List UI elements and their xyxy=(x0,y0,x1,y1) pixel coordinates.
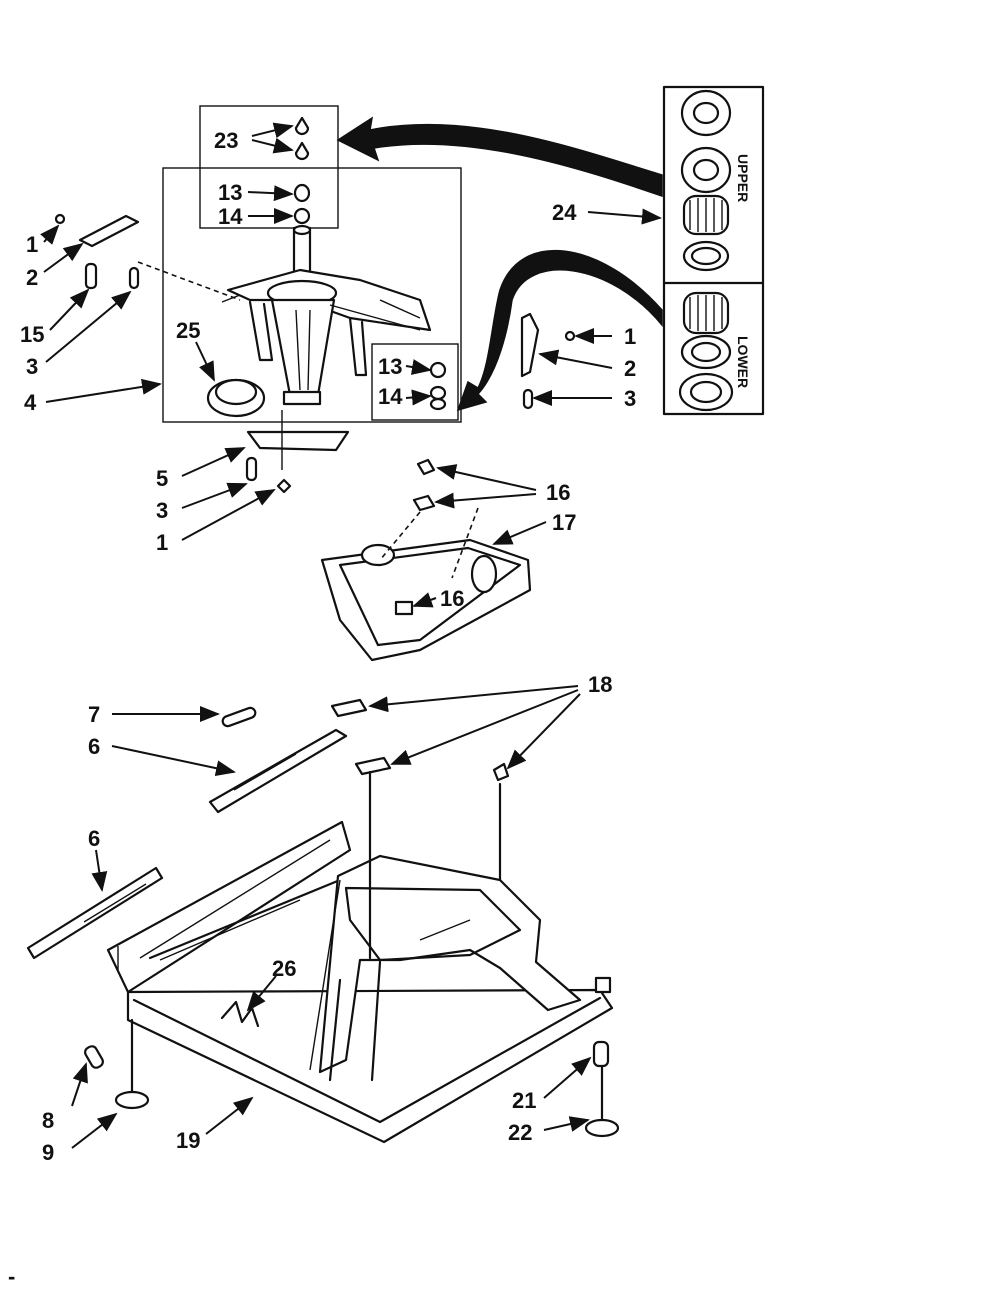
side-rails xyxy=(26,728,348,960)
footer-mark: - xyxy=(8,1264,15,1289)
callout-4: 4 xyxy=(24,390,37,415)
callout-19: 19 xyxy=(176,1128,200,1153)
assembly-outline xyxy=(162,167,462,423)
callout-15: 15 xyxy=(20,322,44,347)
callout-16-mid: 16 xyxy=(440,586,464,611)
callout-7: 7 xyxy=(88,702,100,727)
rail-clip xyxy=(221,706,257,728)
callout-5: 5 xyxy=(156,466,168,491)
right-link-parts xyxy=(520,312,576,410)
upper-bearing-label: UPPER xyxy=(735,154,751,202)
seal-small-parts xyxy=(429,361,447,411)
seal-box-small xyxy=(371,343,459,421)
gearcase xyxy=(221,268,432,406)
callout-3-mid: 3 xyxy=(156,498,168,523)
callout-17: 17 xyxy=(552,510,576,535)
callout-16-top: 16 xyxy=(546,480,570,505)
upper-bearing-arrow xyxy=(336,116,663,198)
callout-9: 9 xyxy=(42,1140,54,1165)
lower-bearings xyxy=(678,291,734,412)
lower-bearing-label: LOWER xyxy=(735,336,751,388)
callout-26: 26 xyxy=(272,956,296,981)
callout-1-left: 1 xyxy=(26,232,38,257)
upper-bearings xyxy=(680,89,732,272)
shaft-seals xyxy=(293,116,311,225)
tub-support-bracket xyxy=(320,458,532,662)
callout-13-box: 13 xyxy=(378,354,402,379)
callout-8: 8 xyxy=(42,1108,54,1133)
pivot-parts xyxy=(245,410,350,494)
left-link-parts xyxy=(54,213,241,301)
callout-6-top: 6 xyxy=(88,734,100,759)
bearing-kit-outline xyxy=(662,85,765,416)
callout-13-top: 13 xyxy=(218,180,242,205)
callout-2-left: 2 xyxy=(26,265,38,290)
transmission-assembly xyxy=(54,105,663,494)
callout-23: 23 xyxy=(214,128,238,153)
seal-box xyxy=(199,105,339,229)
callout-21: 21 xyxy=(512,1088,536,1113)
spring-clip xyxy=(220,1000,260,1028)
callout-18: 18 xyxy=(588,672,612,697)
callout-14-box: 14 xyxy=(378,384,403,409)
lower-bearing-arrow xyxy=(456,249,663,412)
callout-1-right: 1 xyxy=(624,324,636,349)
spin-tube-seal xyxy=(206,378,266,418)
callout-22: 22 xyxy=(508,1120,532,1145)
callout-3-right: 3 xyxy=(624,386,636,411)
callout-14-top: 14 xyxy=(218,204,243,229)
base-frame xyxy=(106,820,614,1144)
bearing-kit-panel: UPPER LOWER xyxy=(662,85,765,416)
callout-1-mid: 1 xyxy=(156,530,168,555)
callout-numbers: 23 13 14 1 2 15 3 25 4 13 14 1 2 3 24 5 … xyxy=(20,128,636,1165)
callout-25: 25 xyxy=(176,318,200,343)
callout-24: 24 xyxy=(552,200,577,225)
callout-2-right: 2 xyxy=(624,356,636,381)
suspension-rods xyxy=(330,698,510,960)
callout-6-left: 6 xyxy=(88,826,100,851)
callout-3-left: 3 xyxy=(26,354,38,379)
callout-leaders xyxy=(40,122,662,1149)
